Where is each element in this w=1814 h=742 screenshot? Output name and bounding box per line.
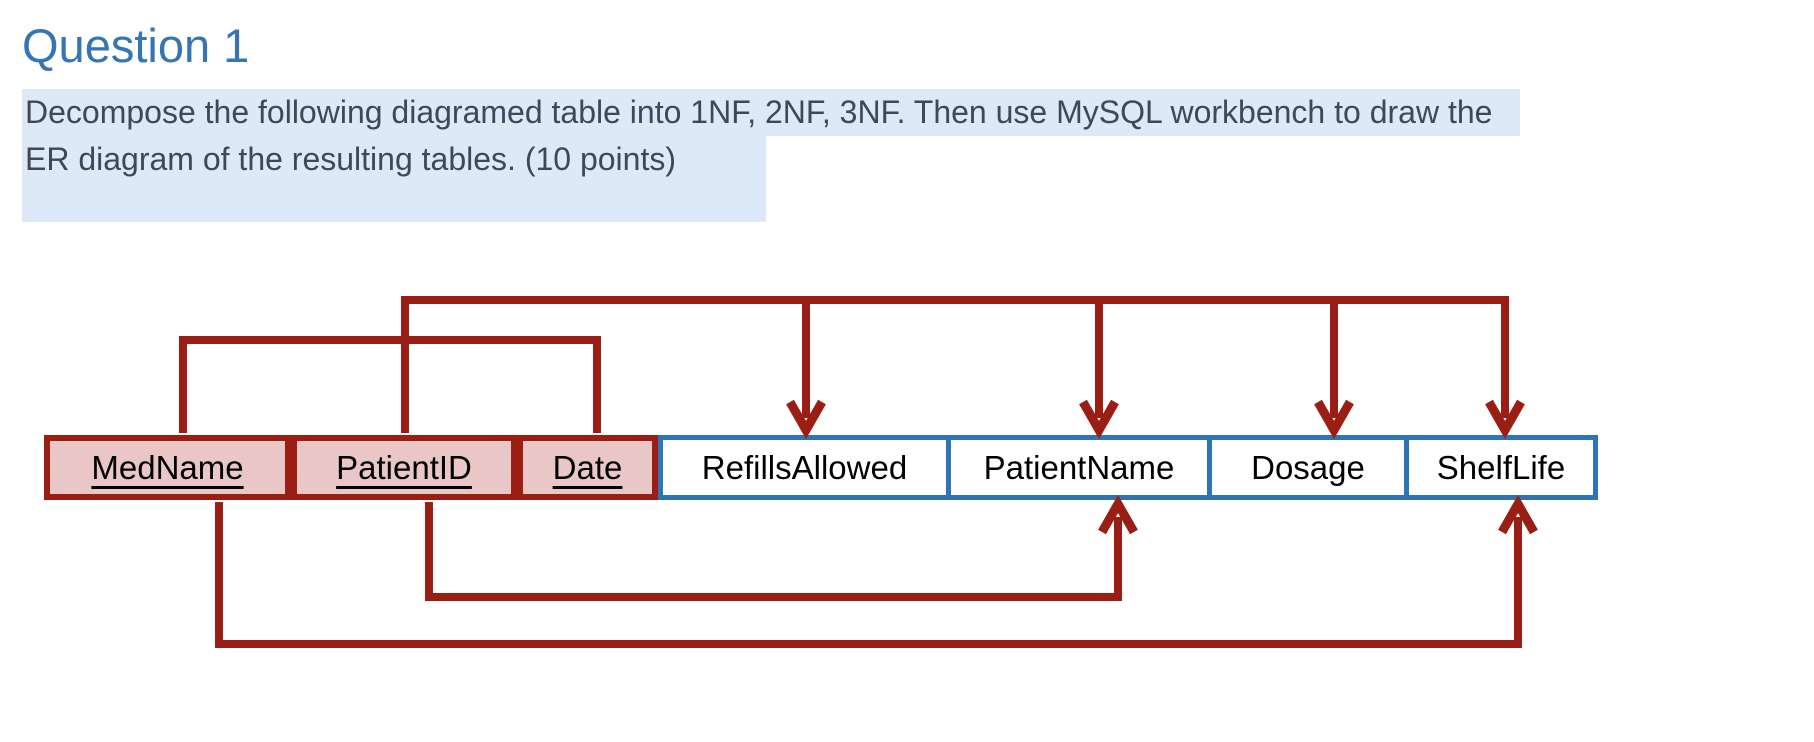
bottom-bus-patientid-line — [425, 502, 1122, 601]
column-cell-patientid: PatientID — [291, 435, 517, 500]
arrowhead-patientname-top — [1079, 399, 1119, 440]
arrowhead-shelflife-bottom — [1498, 494, 1538, 535]
question-text-line2: ER diagram of the resulting tables. (10 … — [25, 141, 676, 177]
column-cell-refillsallowed: RefillsAllowed — [658, 435, 951, 500]
column-cell-date: Date — [517, 435, 658, 500]
top-bus-line — [401, 296, 1509, 433]
page-title: Question 1 — [22, 19, 250, 72]
arrowhead-shelflife-top — [1485, 399, 1525, 440]
question-text-line1: Decompose the following diagramed table … — [25, 94, 1493, 130]
column-cell-dosage: Dosage — [1207, 435, 1409, 500]
key-link-bus-line — [179, 336, 601, 433]
column-cell-shelflife: ShelfLife — [1404, 435, 1598, 500]
arrowhead-dosage — [1314, 399, 1354, 440]
question-highlight-line2: ER diagram of the resulting tables. (10 … — [22, 136, 766, 222]
column-cell-patientname: PatientName — [946, 435, 1212, 500]
bottom-bus-medname-line — [215, 502, 1522, 648]
question-highlight-line1: Decompose the following diagramed table … — [22, 89, 1521, 136]
arrowhead-patientname-bottom — [1098, 494, 1138, 535]
column-cell-medname: MedName — [44, 435, 291, 500]
arrowhead-refillsallowed — [786, 399, 826, 440]
